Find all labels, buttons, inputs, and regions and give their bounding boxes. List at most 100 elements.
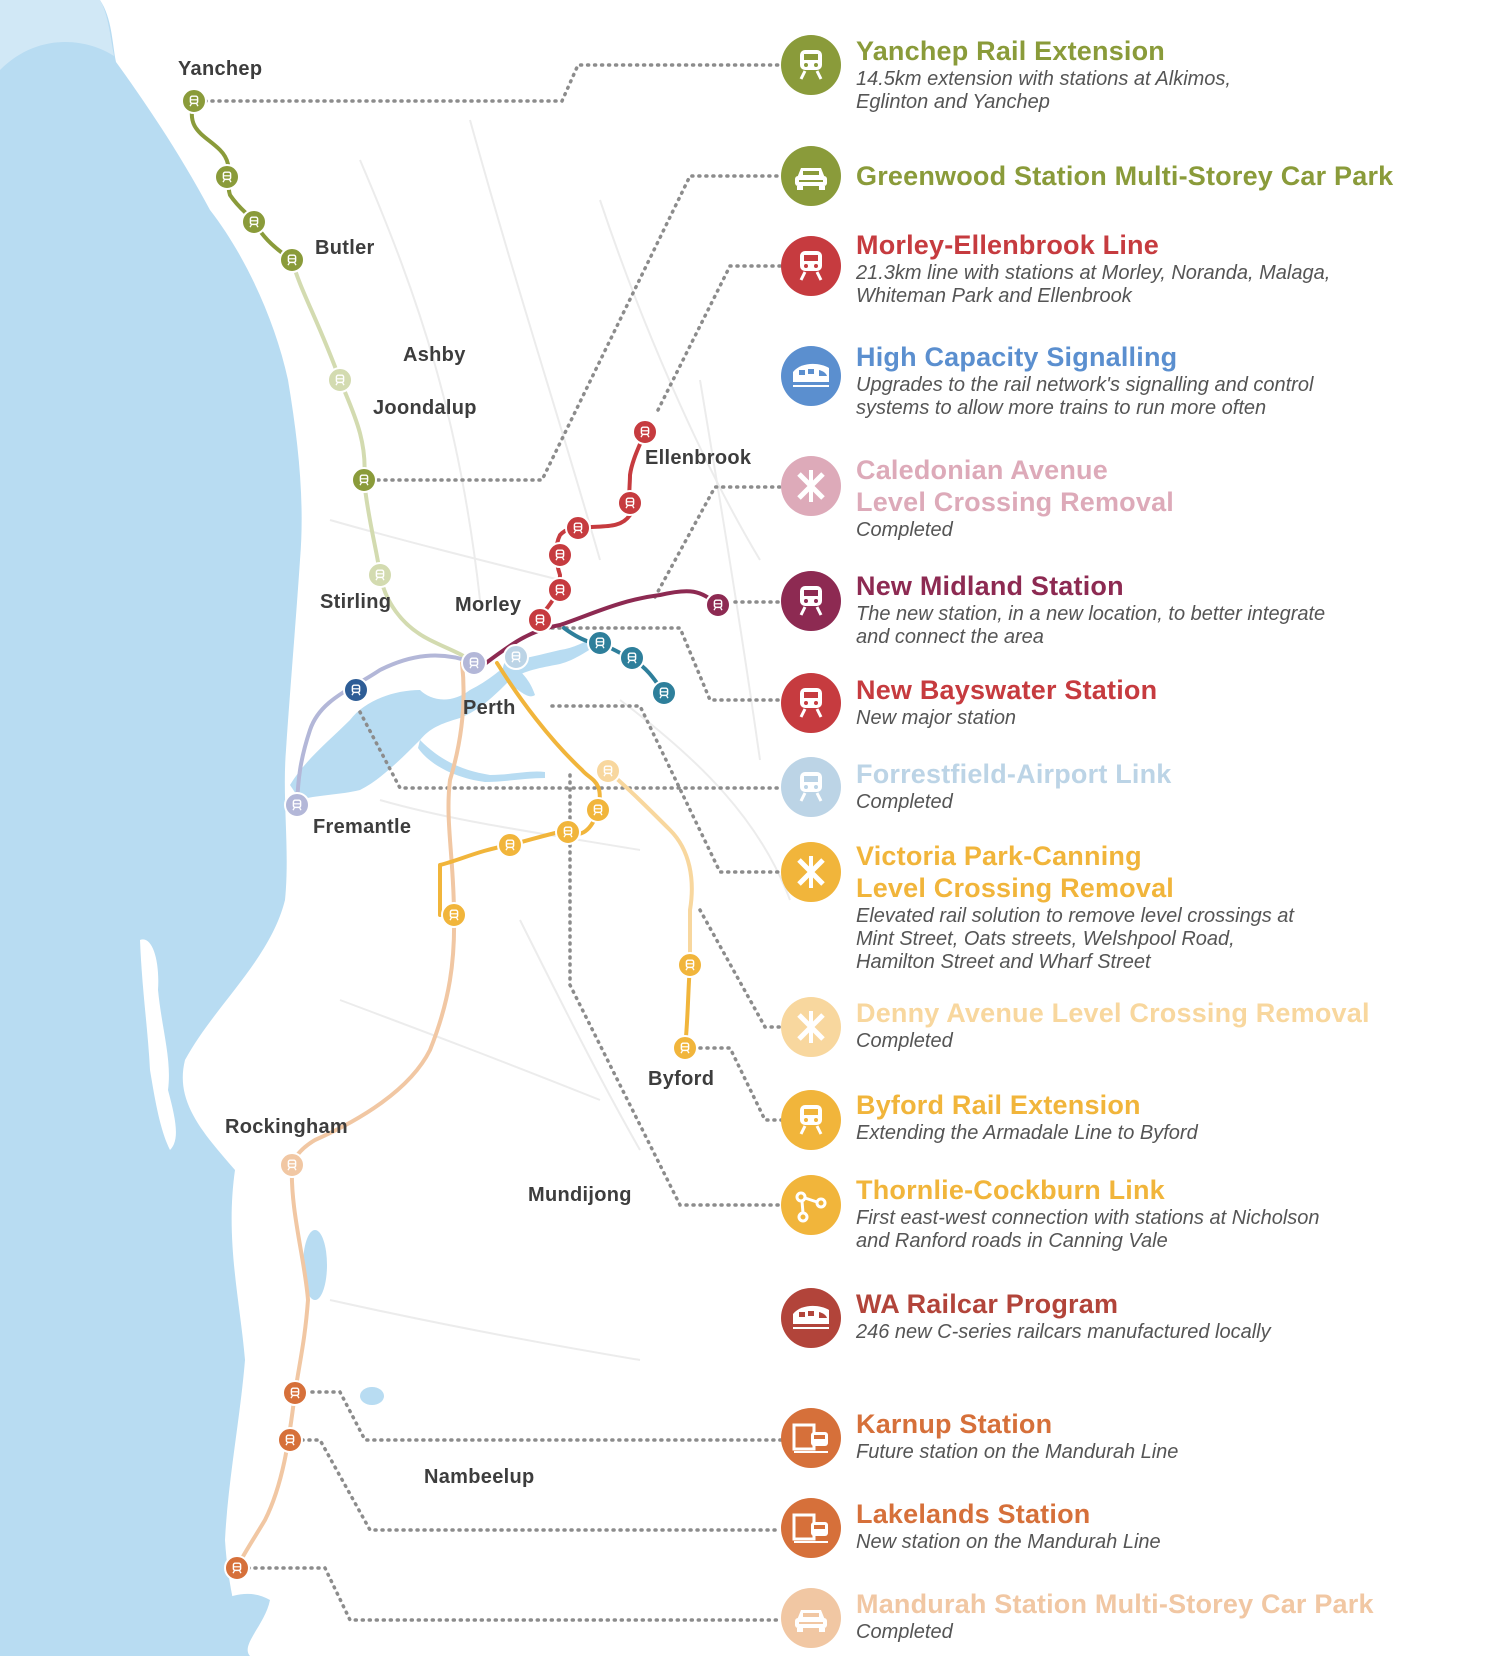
project-desc: 14.5km extension with stations at Alkimo…	[856, 68, 1231, 90]
project-title: Morley-Ellenbrook Line	[856, 230, 1159, 260]
station-marker	[617, 490, 643, 516]
project-title: Greenwood Station Multi-Storey Car Park	[856, 161, 1394, 191]
train-icon	[781, 673, 841, 733]
train-icon	[781, 236, 841, 296]
place-butler: Butler	[315, 237, 375, 259]
project-desc: First east-west connection with stations…	[856, 1207, 1320, 1229]
project-title: Forrestfield-Airport Link	[856, 759, 1172, 789]
project-desc: and connect the area	[856, 626, 1044, 648]
project-desc: 21.3km line with stations at Morley, Nor…	[856, 262, 1331, 284]
station-marker	[343, 677, 369, 703]
project-morley-ellenbrook: Morley-Ellenbrook Line 21.3km line with …	[856, 229, 1476, 307]
station-marker	[214, 164, 240, 190]
rail-line	[605, 768, 694, 967]
lake-thomsons	[303, 1230, 327, 1300]
station-marker	[527, 607, 553, 633]
project-desc: 246 new C-series railcars manufactured l…	[856, 1321, 1271, 1343]
project-desc: Eglinton and Yanchep	[856, 91, 1050, 113]
train-icon	[781, 35, 841, 95]
project-desc: Whiteman Park and Ellenbrook	[856, 285, 1132, 307]
project-byford: Byford Rail Extension Extending the Arma…	[856, 1089, 1476, 1144]
station-marker	[367, 562, 393, 588]
station-marker	[497, 832, 523, 858]
rail-line	[484, 589, 720, 665]
project-title: Karnup Station	[856, 1409, 1053, 1439]
railcar-icon	[781, 346, 841, 406]
station-marker	[241, 209, 267, 235]
project-desc: Upgrades to the rail network's signallin…	[856, 374, 1314, 396]
station-marker	[547, 577, 573, 603]
canning-river	[418, 740, 545, 782]
place-rockingham: Rockingham	[225, 1116, 349, 1138]
project-title: Level Crossing Removal	[856, 487, 1175, 517]
ocean	[0, 0, 302, 1656]
station-marker	[279, 1152, 305, 1178]
project-desc: New station on the Mandurah Line	[856, 1531, 1161, 1553]
station-marker	[587, 630, 613, 656]
rail-line	[438, 661, 602, 917]
station-marker	[277, 1427, 303, 1453]
project-title: High Capacity Signalling	[856, 342, 1178, 372]
garden-island	[140, 939, 176, 1150]
station-marker	[555, 819, 581, 845]
station-marker	[595, 758, 621, 784]
car-icon	[781, 146, 841, 206]
place-ashby: Ashby	[403, 344, 466, 366]
project-status: Completed	[856, 1030, 953, 1052]
project-status: Completed	[856, 791, 953, 813]
project-title: Level Crossing Removal	[856, 873, 1175, 903]
station-icon	[781, 1408, 841, 1468]
project-desc: Future station on the Mandurah Line	[856, 1441, 1179, 1463]
station-marker	[327, 367, 353, 393]
project-desc: and Ranford roads in Canning Vale	[856, 1230, 1168, 1252]
place-yanchep: Yanchep	[178, 58, 263, 80]
place-nambeelup: Nambeelup	[424, 1466, 535, 1488]
project-title: WA Railcar Program	[856, 1289, 1119, 1319]
lake-karnup	[360, 1387, 384, 1405]
project-title: Byford Rail Extension	[856, 1090, 1141, 1120]
place-mundijong: Mundijong	[528, 1184, 632, 1206]
station-marker	[705, 592, 731, 618]
project-desc: Elevated rail solution to remove level c…	[856, 905, 1294, 927]
project-title: Lakelands Station	[856, 1499, 1091, 1529]
station-marker	[224, 1555, 250, 1581]
place-byford: Byford	[648, 1068, 715, 1090]
level-crossing-icon	[781, 997, 841, 1057]
project-desc: Extending the Armadale Line to Byford	[856, 1122, 1198, 1144]
train-icon	[781, 571, 841, 631]
project-title: Thornlie-Cockburn Link	[856, 1175, 1165, 1205]
station-marker	[565, 515, 591, 541]
station-marker	[441, 902, 467, 928]
project-signalling: High Capacity Signalling Upgrades to the…	[856, 341, 1476, 419]
level-crossing-icon	[781, 456, 841, 516]
project-lakelands: Lakelands Station New station on the Man…	[856, 1498, 1476, 1553]
project-desc: systems to allow more trains to run more…	[856, 397, 1267, 419]
stations	[181, 88, 731, 1581]
project-yanchep: Yanchep Rail Extension 14.5km extension …	[856, 35, 1476, 113]
place-ellenbrook: Ellenbrook	[645, 447, 752, 469]
project-status: Completed	[856, 1621, 953, 1643]
project-forrestfield: Forrestfield-Airport Link Completed	[856, 758, 1476, 813]
station-marker	[619, 645, 645, 671]
project-title: Victoria Park-Canning	[856, 841, 1142, 871]
project-title: Mandurah Station Multi-Storey Car Park	[856, 1589, 1374, 1619]
project-title: Yanchep Rail Extension	[856, 36, 1165, 66]
project-mandurah-carpark: Mandurah Station Multi-Storey Car Park C…	[856, 1588, 1476, 1643]
station-marker	[282, 1380, 308, 1406]
station-marker	[279, 247, 305, 273]
place-perth: Perth	[463, 697, 516, 719]
leader-lines	[196, 63, 783, 1622]
station-marker	[351, 467, 377, 493]
project-desc: Hamilton Street and Wharf Street	[856, 951, 1151, 973]
station-icon	[781, 1498, 841, 1558]
station-marker	[585, 797, 611, 823]
rail-line	[562, 626, 666, 695]
project-desc: Mint Street, Oats streets, Welshpool Roa…	[856, 928, 1235, 950]
rail-line	[290, 258, 476, 665]
project-bayswater: New Bayswater Station New major station	[856, 674, 1476, 729]
station-marker	[547, 542, 573, 568]
railcar-icon	[781, 1288, 841, 1348]
train-icon	[781, 1090, 841, 1150]
peel-inlet	[190, 1593, 270, 1656]
project-status: Completed	[856, 519, 953, 541]
